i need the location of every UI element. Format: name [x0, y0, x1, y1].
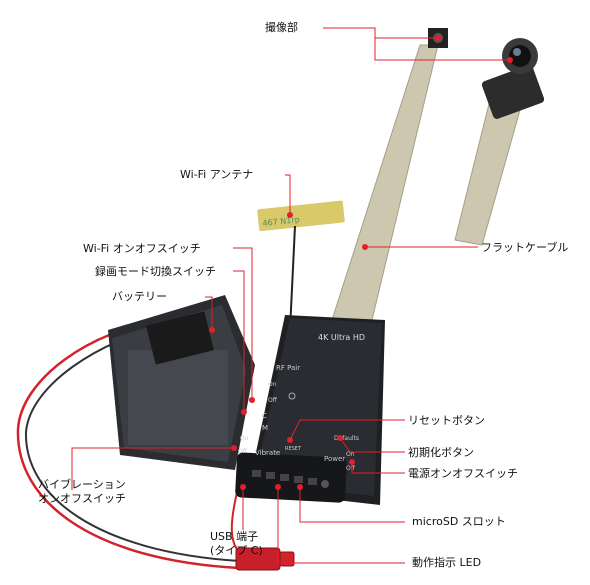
label-usb-port-2: (タイプ C)	[210, 544, 263, 557]
device-on-1: On	[268, 381, 277, 388]
label-wifi-switch: Wi-Fi オンオフスイッチ	[83, 242, 201, 255]
device-defaults: Defaults	[334, 435, 359, 442]
label-usb-port-1: USB 端子	[210, 530, 259, 543]
antenna-tag-text: 467 N1rp	[262, 215, 300, 228]
device-rf-pair: RF Pair	[276, 364, 300, 372]
label-flat-cable: フラットケーブル	[481, 241, 569, 254]
antenna-tag	[257, 200, 345, 232]
label-reset-button: リセットボタン	[408, 414, 485, 427]
device-on-3: On	[346, 451, 355, 458]
leader-lines	[71, 27, 510, 564]
black-wire	[24, 324, 241, 562]
label-led: 動作指示 LED	[412, 556, 482, 569]
label-battery: バッテリー	[112, 290, 167, 303]
label-init-button: 初期化ボタン	[408, 446, 474, 459]
leader-dots	[209, 35, 513, 490]
device-reset: RESET	[285, 446, 302, 452]
jst-connector-2	[279, 551, 295, 567]
label-power-switch: 電源オンオフスイッチ	[408, 467, 518, 480]
device-power: Power	[324, 455, 345, 463]
device-c: C	[262, 412, 267, 420]
label-rec-mode-switch: 録画モード切換スイッチ	[95, 265, 216, 278]
device-off-3: Off	[346, 465, 356, 472]
camera-module-lens	[481, 38, 545, 119]
label-camera: 撮像部	[265, 21, 298, 34]
label-microsd-slot: microSD スロット	[412, 515, 506, 528]
red-wire	[16, 318, 241, 570]
device-model: 4K Ultra HD	[318, 333, 365, 342]
main-device	[235, 315, 385, 505]
antenna-wire	[289, 225, 296, 331]
device-off-1: Off	[268, 397, 278, 404]
label-wifi-antenna: Wi-Fi アンテナ	[180, 168, 254, 181]
device-vibrate: Vibrate	[255, 449, 280, 457]
flat-cable-left	[331, 44, 439, 321]
label-vibration-switch-2: オンオフスイッチ	[38, 492, 126, 505]
device-off-2: Off	[238, 448, 248, 455]
rf-pair-button	[288, 392, 296, 400]
battery-pack	[108, 295, 255, 470]
device-on-2: On	[240, 435, 249, 442]
label-vibration-switch-1: バイブレーション	[38, 478, 126, 491]
device-m: M	[262, 424, 268, 432]
flat-cable-right	[454, 99, 521, 246]
